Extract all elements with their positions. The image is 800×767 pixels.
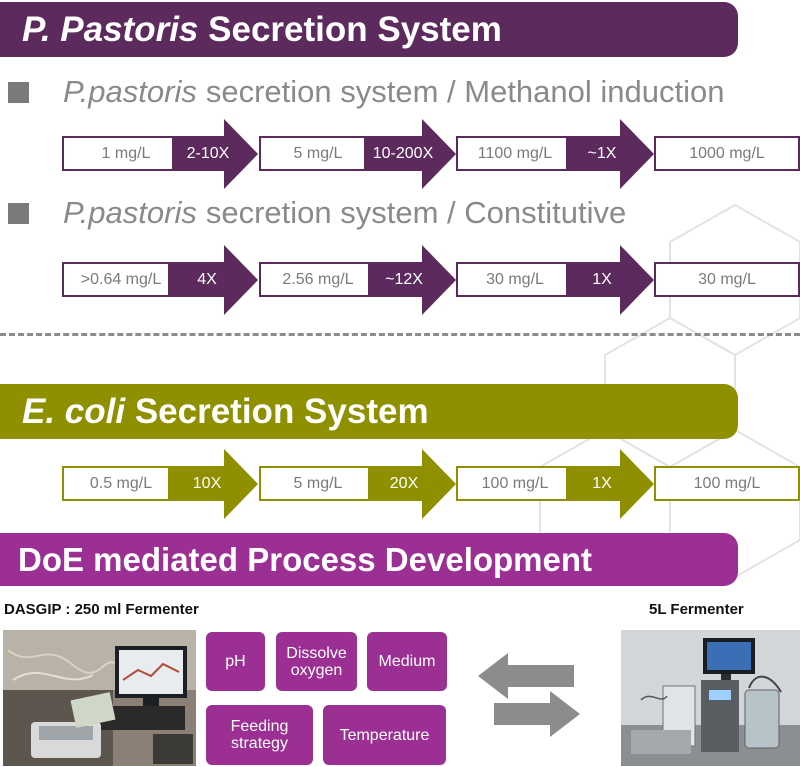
constitutive-heading-text: secretion system / Constitutive: [205, 195, 627, 230]
dasgip-caption: DASGIP : 250 ml Fermenter: [4, 601, 199, 618]
concentration-box: 1100 mg/L: [456, 136, 574, 171]
fold-arrow-label: 4X: [197, 271, 217, 288]
fold-arrow-label: ~12X: [385, 271, 423, 288]
fermenter-caption: 5L Fermenter: [649, 601, 744, 618]
fold-arrow-label: ~1X: [587, 145, 617, 162]
fold-arrow: 4X: [168, 245, 258, 315]
arrow-shape-icon: [368, 245, 456, 315]
pastoris-banner: P. Pastoris Secretion System: [0, 2, 738, 57]
methanol-heading: P.pastoris secretion system / Methanol i…: [0, 70, 725, 114]
arrow-right-icon: [494, 691, 580, 737]
ecoli-banner: E. coli Secretion System: [0, 384, 738, 439]
dasgip-photo-drawing: [3, 630, 196, 766]
fold-arrow-label: 2-10X: [186, 145, 230, 162]
factor-feeding-strategy-label-line1: Feeding: [230, 718, 289, 735]
fold-arrow: 2-10X: [172, 119, 258, 189]
methanol-flow: 1 mg/L 2-10X 5 mg/L 10-200X 1100 mg/L ~1…: [0, 119, 800, 189]
dasgip-fermenter-photo: [3, 630, 196, 766]
pastoris-banner-rest: Secretion System: [198, 9, 502, 49]
concentration-box: 1000 mg/L: [654, 136, 800, 171]
fold-arrow-label: 1X: [592, 475, 612, 492]
fold-arrow-label: 1X: [592, 271, 612, 288]
arrow-shape-icon: [172, 119, 258, 189]
concentration-box: 2.56 mg/L: [259, 262, 377, 297]
fold-arrow: 1X: [566, 245, 654, 315]
fold-arrow-label: 10-200X: [372, 145, 434, 162]
square-bullet-icon: [8, 81, 29, 103]
fold-arrow-label: 10X: [192, 475, 222, 492]
fold-arrow: 10-200X: [364, 119, 456, 189]
factor-dissolved-oxygen-label-line1: Dissolve: [286, 644, 347, 662]
methanol-heading-text: secretion system / Methanol induction: [205, 74, 725, 109]
concentration-box: 0.5 mg/L: [62, 466, 180, 501]
arrow-left-icon: [478, 653, 574, 699]
doe-banner: DoE mediated Process Development: [0, 533, 738, 586]
fold-arrow: 1X: [566, 449, 654, 519]
arrow-shape-icon: [566, 245, 654, 315]
ecoli-banner-rest: Secretion System: [125, 391, 429, 431]
ecoli-banner-italic: E. coli: [22, 391, 126, 431]
methanol-heading-italic: P.pastoris: [63, 74, 197, 109]
arrow-shape-icon: [364, 119, 456, 189]
concentration-box: 100 mg/L: [456, 466, 574, 501]
fold-arrow: 10X: [168, 449, 258, 519]
fold-arrow: ~12X: [368, 245, 456, 315]
arrow-shape-icon: [566, 119, 654, 189]
concentration-box: 5 mg/L: [259, 466, 377, 501]
concentration-box: 1 mg/L: [62, 136, 190, 171]
arrow-shape-icon: [566, 449, 654, 519]
fold-arrow-label: 20X: [389, 475, 419, 492]
doe-banner-text: DoE mediated Process Development: [18, 540, 593, 578]
factor-medium: Medium: [367, 632, 447, 691]
factor-ph-label: pH: [225, 653, 246, 670]
arrow-shape-icon: [368, 449, 456, 519]
fold-arrow: ~1X: [566, 119, 654, 189]
factor-medium-label: Medium: [378, 653, 436, 670]
concentration-box: 100 mg/L: [654, 466, 800, 501]
dashed-divider: [0, 333, 800, 336]
fermenter-photo-drawing: [621, 630, 800, 766]
square-bullet-icon: [8, 202, 29, 224]
arrow-shape-icon: [168, 449, 258, 519]
constitutive-heading-italic: P.pastoris: [63, 195, 197, 230]
constitutive-flow: >0.64 mg/L 4X 2.56 mg/L ~12X 30 mg/L 1X …: [0, 245, 800, 315]
pastoris-banner-italic: P. Pastoris: [22, 9, 199, 49]
five-liter-fermenter-photo: [621, 630, 800, 766]
concentration-box: 5 mg/L: [259, 136, 377, 171]
factor-ph: pH: [206, 632, 265, 691]
concentration-box: 30 mg/L: [456, 262, 574, 297]
factor-feeding-strategy-label-line2: strategy: [231, 735, 288, 752]
factor-dissolved-oxygen-label-line2: oxygen: [290, 661, 343, 679]
concentration-box: >0.64 mg/L: [62, 262, 180, 297]
concentration-box: 30 mg/L: [654, 262, 800, 297]
factor-temperature: Temperature: [323, 705, 446, 765]
factor-temperature-label: Temperature: [339, 726, 430, 744]
ecoli-flow: 0.5 mg/L 10X 5 mg/L 20X 100 mg/L 1X 100 …: [0, 449, 800, 519]
constitutive-heading: P.pastoris secretion system / Constituti…: [0, 191, 626, 235]
fold-arrow: 20X: [368, 449, 456, 519]
arrow-shape-icon: [168, 245, 258, 315]
